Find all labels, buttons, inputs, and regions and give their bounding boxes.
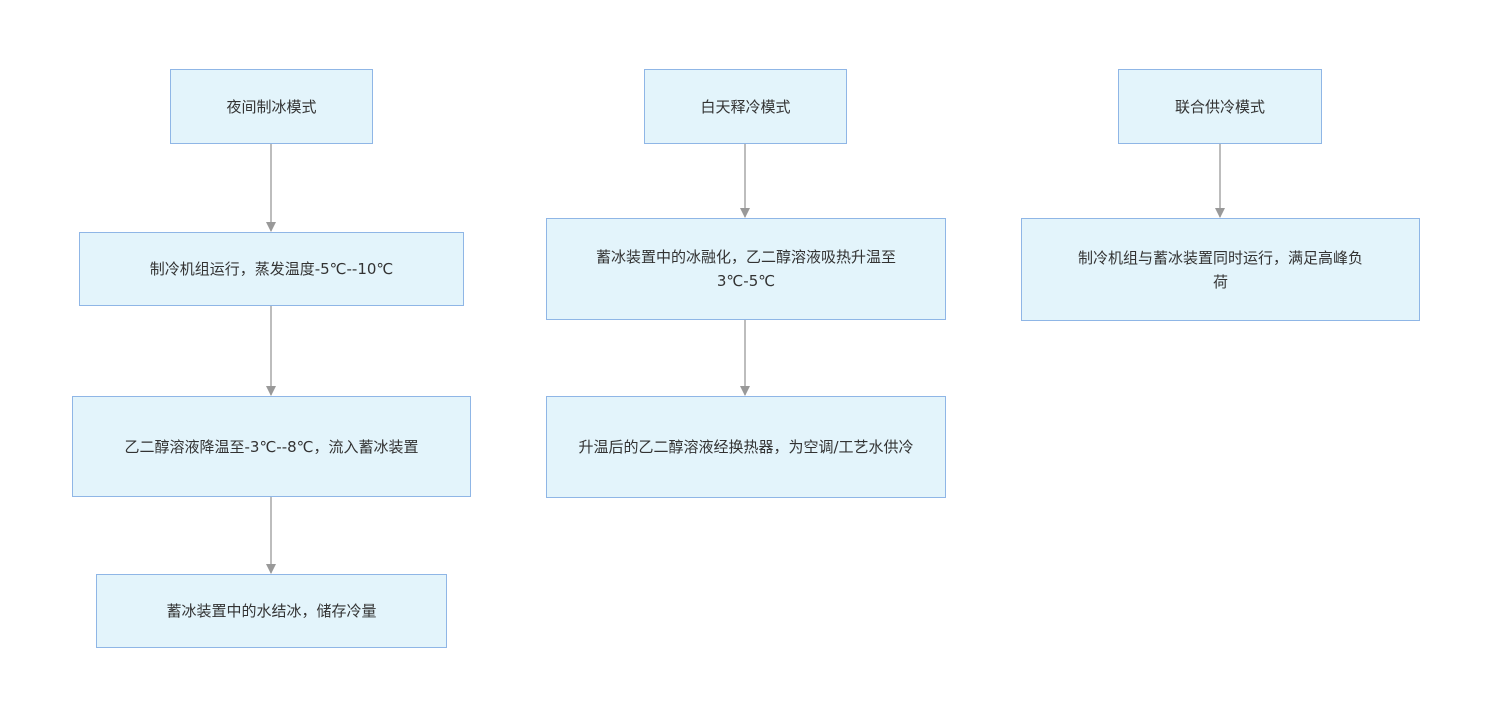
node-heat-exchanger-supply: 升温后的乙二醇溶液经换热器，为空调/工艺水供冷 <box>546 396 946 498</box>
node-label: 联合供冷模式 <box>1174 97 1265 116</box>
node-chiller-running: 制冷机组运行，蒸发温度-5℃--10℃ <box>79 232 464 306</box>
node-combined-cooling-mode: 联合供冷模式 <box>1118 69 1322 144</box>
node-label: 制冷机组与蓄冰装置同时运行，满足高峰负荷 <box>1077 248 1363 291</box>
node-night-ice-making-mode: 夜间制冰模式 <box>170 69 373 144</box>
node-ice-melting: 蓄冰装置中的冰融化，乙二醇溶液吸热升温至3℃-5℃ <box>546 218 946 320</box>
node-daytime-release-mode: 白天释冷模式 <box>644 69 847 144</box>
node-label: 制冷机组运行，蒸发温度-5℃--10℃ <box>149 260 394 278</box>
node-label: 蓄冰装置中的冰融化，乙二醇溶液吸热升温至3℃-5℃ <box>595 248 896 290</box>
node-label: 蓄冰装置中的水结冰，储存冷量 <box>166 602 377 620</box>
node-label: 白天释冷模式 <box>700 97 791 116</box>
node-water-freezing: 蓄冰装置中的水结冰，储存冷量 <box>96 574 447 648</box>
node-label: 夜间制冰模式 <box>226 97 317 116</box>
node-glycol-cooling: 乙二醇溶液降温至-3℃--8℃，流入蓄冰装置 <box>72 396 471 497</box>
node-simultaneous-operation: 制冷机组与蓄冰装置同时运行，满足高峰负荷 <box>1021 218 1420 321</box>
node-label: 升温后的乙二醇溶液经换热器，为空调/工艺水供冷 <box>578 438 914 456</box>
node-label: 乙二醇溶液降温至-3℃--8℃，流入蓄冰装置 <box>124 437 419 456</box>
